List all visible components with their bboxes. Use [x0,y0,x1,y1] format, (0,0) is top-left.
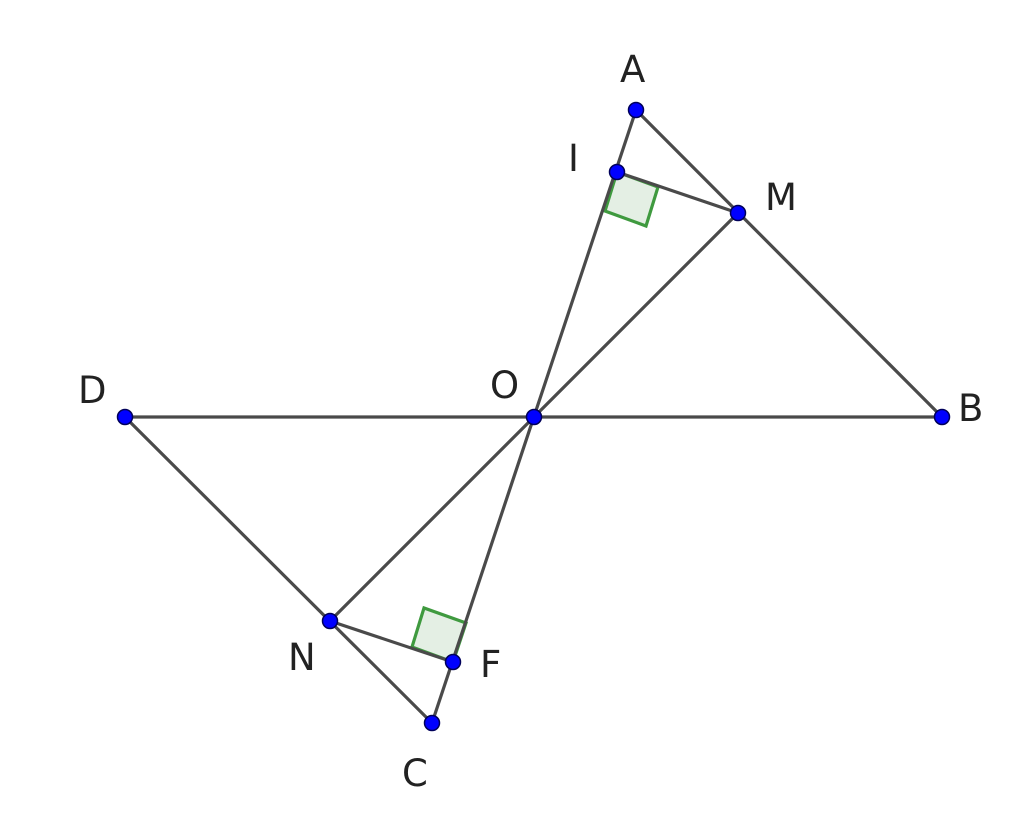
label-F: F [480,643,501,686]
point-D[interactable] [116,408,134,426]
point-I[interactable] [608,163,626,181]
segment-IM [615,170,740,215]
segment-NF [328,619,455,664]
point-M[interactable] [729,204,747,222]
label-O: O [490,364,519,407]
point-F[interactable] [444,653,462,671]
point-B[interactable] [933,408,951,426]
label-D: D [78,369,107,412]
segment-DC [123,415,434,725]
segment-AB [634,108,944,419]
label-B: B [958,387,983,430]
point-N[interactable] [321,612,339,630]
point-O[interactable] [525,408,543,426]
point-C[interactable] [423,714,441,732]
label-N: N [288,636,316,679]
label-M: M [765,176,797,219]
right-angle-marker-F [410,605,469,665]
label-A: A [620,48,645,91]
point-A[interactable] [627,101,645,119]
label-I: I [568,137,579,180]
label-C: C [402,752,428,795]
